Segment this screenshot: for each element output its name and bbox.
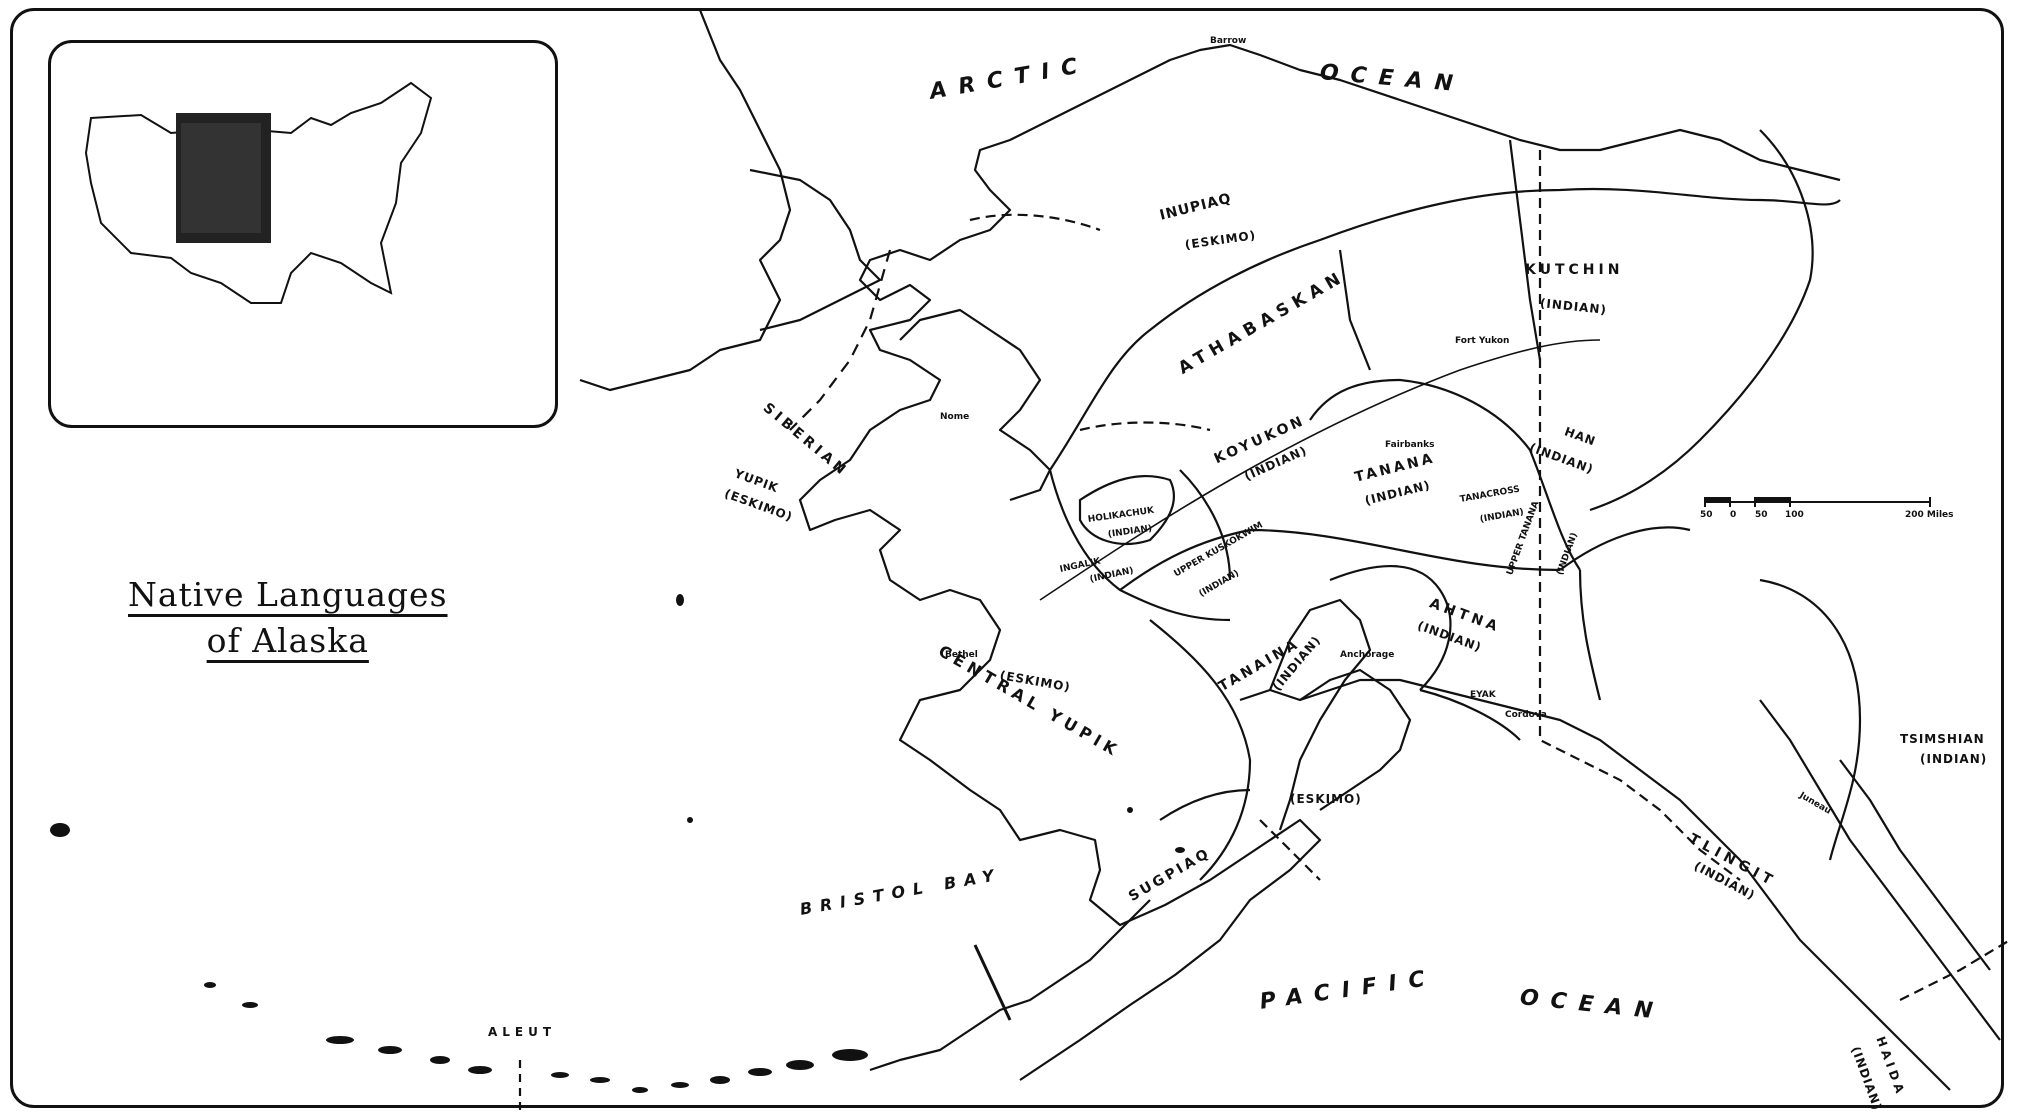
label-anchorage: Anchorage (1340, 650, 1395, 660)
boundary-16 (1159, 788, 1251, 821)
boundary-14 (1078, 475, 1175, 545)
scale-tick-3: 100 (1785, 510, 1804, 520)
russia-coast (579, 9, 792, 392)
boundary-4 (1309, 378, 1581, 571)
boundary-dashed-3 (1259, 819, 1321, 881)
boundary-9 (1149, 619, 1252, 881)
label-tsimshian: TSIMSHIAN (1900, 732, 1985, 746)
label-kutchin: KUTCHIN (1525, 262, 1624, 278)
label-eskimo-south: (ESKIMO) (1290, 792, 1362, 806)
label-nome: Nome (940, 412, 970, 422)
us-outline-svg (84, 81, 433, 304)
boundary-12 (1329, 565, 1452, 691)
label-fort-yukon: Fort Yukon (1455, 336, 1510, 346)
map-title: Native Languages of Alaska (128, 572, 448, 664)
label-cordova: Cordova (1505, 710, 1547, 720)
boundary-6 (1508, 139, 1542, 361)
date-line (789, 249, 892, 431)
scale-tick-0: 50 (1700, 510, 1713, 520)
boundary-8 (1578, 569, 1602, 701)
label-tsimshian-group: (INDIAN) (1920, 752, 1988, 766)
label-fairbanks: Fairbanks (1385, 440, 1435, 450)
alaska-south-coast (1239, 678, 1951, 1091)
boundary-dashed-1 (969, 213, 1101, 232)
scale-tick-1: 0 (1730, 510, 1737, 520)
boundary-dashed-4 (1899, 939, 2011, 1001)
label-eyak: EYAK (1470, 690, 1496, 700)
boundary-13 (1179, 469, 1232, 581)
label-bethel: Bethel (945, 650, 978, 660)
seward-peninsula (899, 308, 1052, 502)
us-outline (84, 81, 433, 304)
scale-bar (1704, 497, 1931, 507)
boundary-10 (1559, 526, 1691, 571)
scale-tick-4: 200 Miles (1905, 510, 1954, 520)
panhandle-inner (1839, 759, 1991, 971)
boundary-7 (1589, 129, 1814, 512)
kenai-coast (1299, 668, 1412, 811)
alaska-coastline (798, 43, 1841, 1081)
panhandle-coast (1759, 699, 2001, 1041)
title-line-1: Native Languages (128, 575, 448, 614)
alaska-peninsula (869, 899, 1151, 1072)
canada-border (1538, 150, 1741, 881)
boundary-dashed-2 (1079, 421, 1211, 432)
peninsula-line (973, 944, 1012, 1021)
boundary-11 (1759, 578, 1862, 861)
alaska-inlet (1268, 598, 1372, 831)
boundary-15 (1419, 688, 1521, 741)
boundary-5 (1338, 249, 1372, 371)
inset-map-us (48, 40, 558, 428)
label-aleut: ALEUT (488, 1025, 557, 1039)
russia-coast-2 (749, 168, 882, 332)
boundary-3 (1119, 528, 1561, 591)
scale-tick-2: 50 (1755, 510, 1768, 520)
label-barrow: Barrow (1210, 36, 1247, 46)
title-line-2: of Alaska (206, 621, 369, 660)
yukon-river (1039, 339, 1601, 601)
aleutian-islands (50, 594, 1185, 1093)
boundary-2 (1048, 469, 1231, 622)
boundary-1 (1049, 187, 1841, 471)
